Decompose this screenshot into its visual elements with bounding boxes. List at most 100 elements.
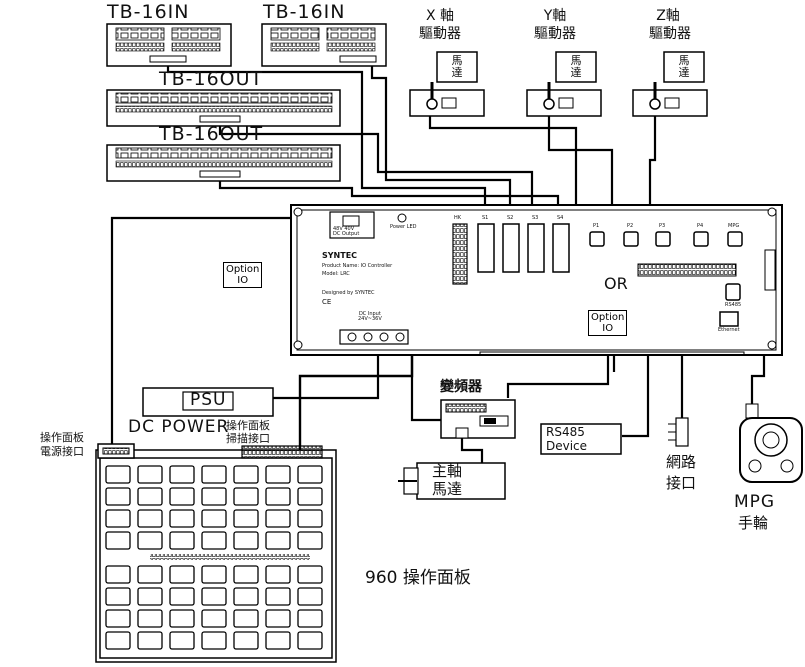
panel-key	[105, 565, 131, 584]
panel-key	[137, 609, 163, 628]
panel-power-port-label-2: 電源接口	[40, 445, 84, 458]
panel-key	[169, 587, 195, 606]
psu-label: PSU	[190, 390, 227, 410]
panel-key	[201, 631, 227, 650]
panel-key	[297, 465, 323, 484]
panel-key	[265, 631, 291, 650]
panel-power-port-label-1: 操作面板	[40, 431, 84, 444]
operation-panel	[95, 443, 337, 663]
panel-key	[233, 465, 259, 484]
z-motor-label-1: 馬	[678, 54, 690, 67]
panel-key	[297, 509, 323, 528]
panel-key	[201, 509, 227, 528]
mpg-label-1: MPG	[734, 492, 776, 512]
panel-key	[265, 609, 291, 628]
panel-key	[265, 487, 291, 506]
y-motor-label-2: 達	[570, 66, 582, 79]
panel-key	[105, 631, 131, 650]
rs485-device-box	[540, 423, 622, 455]
panel-key	[169, 531, 195, 550]
panel-scan-port-label-2: 掃描接口	[226, 432, 270, 445]
panel-key	[137, 487, 163, 506]
model-label: Model: LRC	[322, 271, 350, 277]
panel-key	[233, 487, 259, 506]
rs485-device-label-2: Device	[546, 439, 588, 453]
inverter-unit	[440, 399, 516, 439]
spindle-label-1: 主軸	[432, 462, 463, 480]
panel-key	[105, 531, 131, 550]
rs485-port-label: RS485	[725, 302, 742, 308]
panel-key	[169, 609, 195, 628]
x-motor-label-1: 馬	[451, 54, 463, 67]
z-driver-label-2: 驅動器	[649, 26, 691, 42]
panel-key	[265, 509, 291, 528]
port-s3-label: S3	[532, 215, 539, 221]
panel-key	[137, 465, 163, 484]
y-driver-label-2: 驅動器	[534, 26, 576, 42]
port-mpg-label: MPG	[728, 223, 740, 229]
dc-output-label: 48V 40V DC Output	[333, 226, 360, 237]
x-motor-label-2: 達	[451, 66, 463, 79]
brand-label: SYNTEC	[322, 251, 358, 260]
panel-key	[233, 631, 259, 650]
product-name-label: Product Name: IO Controller	[322, 263, 393, 269]
rs485-device-label-1: RS485	[546, 425, 585, 439]
panel-key	[137, 631, 163, 650]
y-driver-label-1: Y軸	[543, 8, 567, 24]
panel-key	[201, 565, 227, 584]
panel-key	[169, 565, 195, 584]
tb16out-label-1: TB-16OUT	[159, 68, 264, 90]
panel-key	[201, 531, 227, 550]
port-p2-label: P2	[627, 223, 634, 229]
panel-key	[297, 565, 323, 584]
tb16out-board-2	[106, 144, 341, 182]
panel-key	[105, 487, 131, 506]
spindle-label-2: 馬達	[432, 480, 463, 498]
port-hk-label: HK	[454, 215, 462, 221]
panel-key	[233, 609, 259, 628]
panel-scan-port-label-1: 操作面板	[226, 419, 270, 432]
main-controller	[290, 204, 783, 356]
port-p3-label: P3	[659, 223, 666, 229]
x-driver-label-1: X 軸	[425, 8, 455, 24]
z-axis-driver	[632, 51, 708, 117]
panel-key	[137, 509, 163, 528]
tb16in-board-2	[261, 23, 387, 67]
panel-key	[297, 531, 323, 550]
x-driver-label-2: 驅動器	[419, 26, 461, 42]
ce-mark: CE	[322, 298, 332, 306]
spindle-motor	[398, 462, 506, 500]
panel-key	[137, 565, 163, 584]
panel-key	[233, 587, 259, 606]
panel-key	[201, 587, 227, 606]
panel-key	[137, 587, 163, 606]
panel-key	[105, 609, 131, 628]
designed-by-label: Designed by SYNTEC	[322, 290, 375, 296]
y-axis-driver	[526, 51, 602, 117]
port-s2-label: S2	[507, 215, 514, 221]
power-led-label: Power LED	[390, 224, 417, 230]
inverter-label: 變頻器	[440, 379, 482, 395]
tb16in-label-2: TB-16IN	[263, 1, 346, 23]
mpg-handwheel	[739, 403, 803, 483]
tb16out-board-1	[106, 89, 341, 127]
panel-key	[169, 509, 195, 528]
port-p1-label: P1	[593, 223, 600, 229]
option-io-label-1: Option IO	[223, 262, 263, 288]
network-label-1: 網路	[666, 453, 697, 471]
option-io-label-2: Option IO	[588, 310, 628, 336]
z-driver-label-1: Z軸	[656, 8, 680, 24]
tb16in-board-1	[106, 23, 232, 67]
psu-unit	[142, 387, 274, 417]
panel-key	[297, 587, 323, 606]
panel-key	[265, 465, 291, 484]
dc-input-label: DC Input 24V~36V	[358, 311, 382, 322]
port-p4-label: P4	[697, 223, 704, 229]
panel-key	[105, 509, 131, 528]
panel-key	[201, 487, 227, 506]
panel-key	[297, 631, 323, 650]
panel-key	[265, 565, 291, 584]
port-s4-label: S4	[557, 215, 564, 221]
panel-key	[201, 609, 227, 628]
